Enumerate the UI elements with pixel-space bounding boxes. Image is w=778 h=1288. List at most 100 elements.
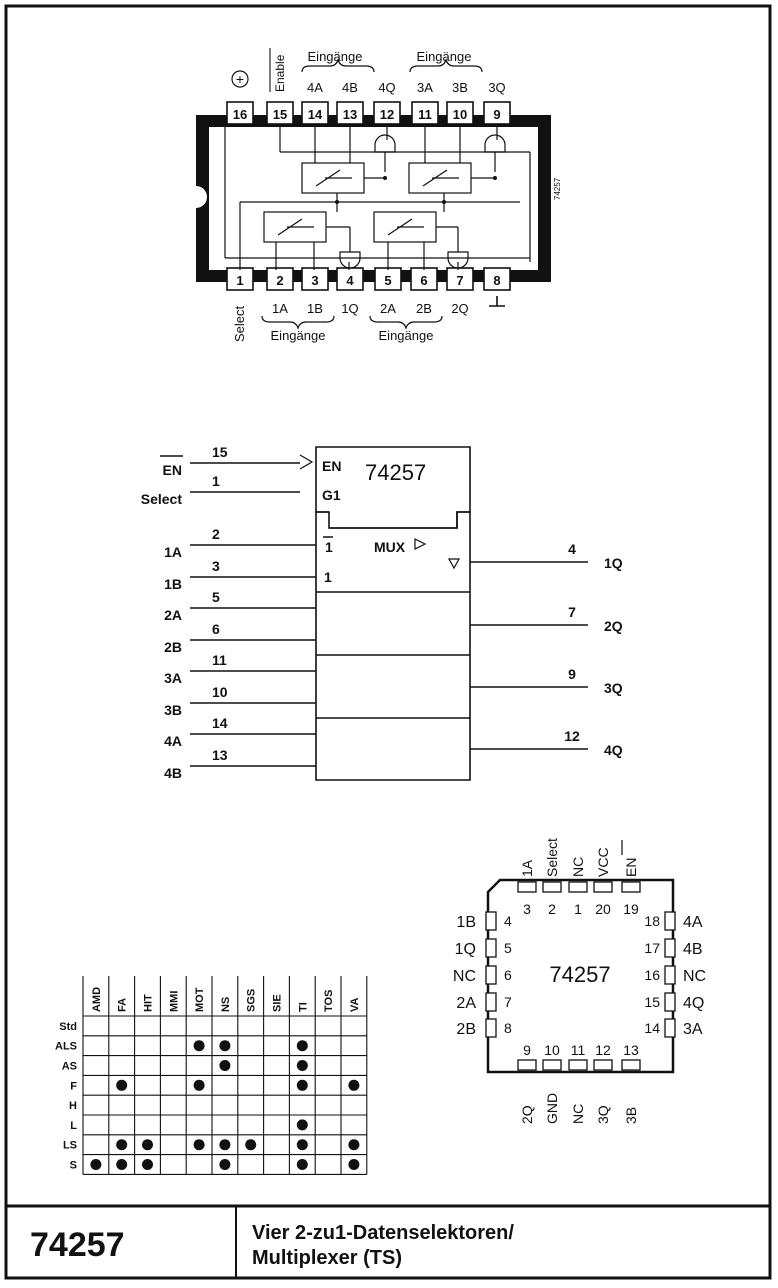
plcc-pad-5 bbox=[485, 938, 497, 958]
plcc-pin-number: 20 bbox=[595, 901, 611, 917]
plcc-pin-label: EN bbox=[623, 858, 639, 877]
dip-pin-4: 41Q bbox=[336, 267, 364, 316]
availability-dot bbox=[296, 1079, 308, 1091]
dip-pin-label: 2B bbox=[416, 301, 432, 316]
availability-family: L bbox=[70, 1120, 77, 1132]
dip-enable-label: Enable bbox=[273, 54, 287, 92]
plcc-pin-label: VCC bbox=[595, 847, 611, 877]
availability-manufacturer: TI bbox=[297, 1002, 309, 1012]
availability-family: Std bbox=[59, 1021, 77, 1033]
availability-dot bbox=[296, 1040, 308, 1052]
logic-output-name: 3Q bbox=[604, 680, 623, 696]
dip-pin-number: 2 bbox=[276, 273, 283, 288]
logic-output-name: 4Q bbox=[604, 742, 623, 758]
plcc-pad-19 bbox=[621, 881, 641, 893]
plcc-pin-number: 12 bbox=[595, 1042, 611, 1058]
availability-dot bbox=[116, 1139, 128, 1151]
availability-family: H bbox=[69, 1100, 77, 1112]
logic-output-1q: 41Q bbox=[470, 541, 623, 571]
plcc-pin-label: 1Q bbox=[455, 941, 476, 958]
dip-pin-5: 5 2A bbox=[374, 267, 402, 316]
availability-manufacturer: TOS bbox=[323, 990, 335, 1012]
dip-pin-number: 15 bbox=[273, 107, 287, 122]
plcc-pin-label: 4Q bbox=[683, 995, 704, 1012]
plcc-pin-number: 10 bbox=[544, 1042, 560, 1058]
logic-input-2a: 52A bbox=[164, 589, 316, 623]
plcc-pad-6 bbox=[485, 965, 497, 985]
availability-family: F bbox=[70, 1080, 77, 1092]
dip-pin-number: 12 bbox=[380, 107, 394, 122]
logic-input-1a: 21A bbox=[164, 526, 316, 560]
plcc-pin-number: 16 bbox=[644, 967, 660, 983]
dip-inputs-label-top-right: Eingänge bbox=[417, 49, 472, 64]
dip-pin-label: 2A bbox=[380, 301, 396, 316]
plcc-pin-label: NC bbox=[683, 968, 706, 985]
plcc-pad-15 bbox=[664, 992, 676, 1012]
dip-pin-number: 11 bbox=[418, 107, 432, 122]
dip-pin-9: 93Q bbox=[483, 80, 511, 125]
dip-pin-label: 4A bbox=[307, 80, 323, 95]
availability-dot bbox=[348, 1159, 360, 1170]
vcc-plus-label: + bbox=[236, 71, 244, 87]
plcc-pin-label: Select bbox=[544, 838, 560, 877]
plcc-pin-number: 5 bbox=[504, 940, 512, 956]
plcc-pad-7 bbox=[485, 992, 497, 1012]
logic-en-triangle-icon bbox=[299, 454, 314, 470]
dip-pin-number: 4 bbox=[346, 273, 354, 288]
availability-dot bbox=[296, 1159, 308, 1170]
plcc-pin-label: 1A bbox=[519, 859, 535, 877]
plcc-pin-number: 4 bbox=[504, 913, 512, 929]
plcc-pin-number: 9 bbox=[523, 1042, 531, 1058]
dip-pin-number: 6 bbox=[420, 273, 427, 288]
availability-manufacturer: SIE bbox=[272, 994, 284, 1012]
logic-input-name: 3A bbox=[164, 670, 182, 686]
plcc-pad-18 bbox=[664, 911, 676, 931]
plcc-pad-3 bbox=[517, 881, 537, 893]
dip-pin-label: 1B bbox=[307, 301, 323, 316]
plcc-pad-17 bbox=[664, 938, 676, 958]
footer: 74257 Vier 2-zu1-Datenselektoren/ Multip… bbox=[6, 1204, 770, 1278]
plcc-pin-label: 2A bbox=[456, 995, 476, 1012]
logic-input-pin-number: 2 bbox=[212, 526, 220, 542]
logic-input-pin-number: 1 bbox=[212, 473, 220, 489]
availability-manufacturer: MOT bbox=[194, 987, 206, 1012]
plcc-pad-1 bbox=[568, 881, 588, 893]
plcc-pin-number: 1 bbox=[574, 901, 582, 917]
logic-output-pin-number: 9 bbox=[568, 666, 576, 682]
logic-input-name: 3B bbox=[164, 702, 182, 718]
availability-dot bbox=[193, 1139, 205, 1151]
dip-bottom-brace-right bbox=[369, 315, 443, 330]
dip-select-label: Select bbox=[232, 305, 247, 342]
page-frame bbox=[4, 4, 772, 1280]
dip-pin-number: 1 bbox=[236, 273, 243, 288]
footer-title-line2: Multiplexer (TS) bbox=[252, 1247, 402, 1269]
plcc-pin-label: NC bbox=[570, 857, 586, 877]
plcc-pin-label: 4A bbox=[683, 914, 703, 931]
plcc-pin-number: 7 bbox=[504, 994, 512, 1010]
plcc-pad-11 bbox=[568, 1059, 588, 1071]
plcc-pin-number: 19 bbox=[623, 901, 639, 917]
dip-pin-number: 9 bbox=[493, 107, 500, 122]
dip-pin-number: 5 bbox=[384, 273, 391, 288]
logic-input-pin-number: 15 bbox=[212, 444, 228, 460]
logic-data-block bbox=[315, 511, 471, 781]
plcc-pin-number: 18 bbox=[644, 913, 660, 929]
logic-output-pin-number: 12 bbox=[564, 728, 580, 744]
plcc-pin-label: NC bbox=[453, 968, 476, 985]
dip-pin-16: 16+ bbox=[226, 70, 254, 125]
plcc-pad-8 bbox=[485, 1018, 497, 1038]
plcc-pinout-diagram: 74257 31A2Select1NC20VCC19EN41B51Q6NC72A… bbox=[453, 838, 706, 1124]
plcc-pad-10 bbox=[542, 1059, 562, 1071]
logic-input-name: Select bbox=[141, 491, 183, 507]
availability-dot bbox=[142, 1139, 153, 1151]
plcc-pad-12 bbox=[593, 1059, 613, 1071]
logic-en-inner-label: EN bbox=[322, 458, 341, 474]
